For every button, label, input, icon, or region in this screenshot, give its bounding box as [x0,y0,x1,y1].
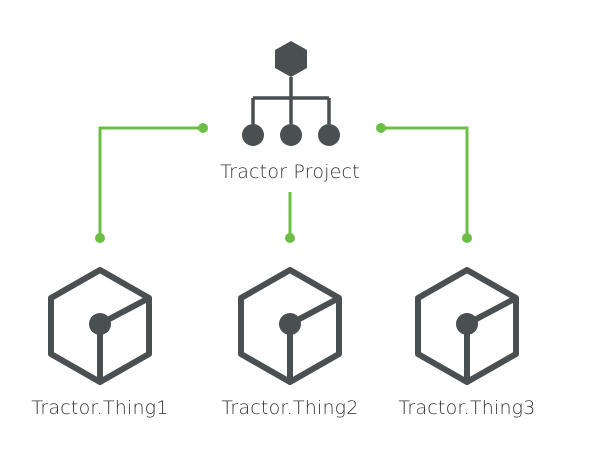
connectors [98,126,469,238]
hierarchy-icon [242,41,340,146]
thing2-label: Tractor.Thing2 [221,397,358,419]
connector-dot-thing3 [462,233,472,243]
cube-center-dot [89,313,111,335]
cube-center-dot [279,313,301,335]
connector-dot-thing1 [95,233,105,243]
connector-dot-left [198,123,208,133]
thing2-node: Tractor.Thing2 [221,267,358,419]
connector-dot-right [376,123,386,133]
thing3-label: Tractor.Thing3 [398,397,535,419]
cube-center-dot [456,313,478,335]
thing1-label: Tractor.Thing1 [31,397,168,419]
thing1-node: Tractor.Thing1 [31,267,168,419]
connector-dots [95,123,472,243]
connector-thing3 [381,126,469,238]
connector-dot-thing2 [285,233,295,243]
connector-thing1 [98,126,203,238]
project-label: Tractor Project [220,161,360,183]
thing3-node: Tractor.Thing3 [398,267,535,419]
